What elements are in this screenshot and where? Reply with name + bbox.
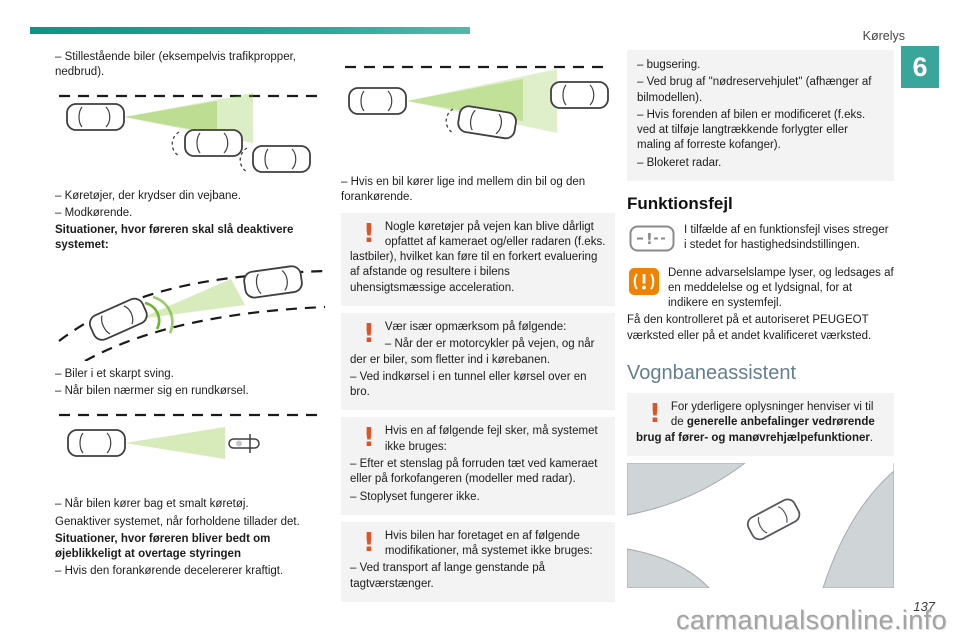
car-oncoming — [252, 144, 311, 173]
graybox-item-spare-wheel: – Ved brug af "nødreservehjulet" (afhæng… — [637, 76, 872, 104]
warning-attention-item: – Når der er motorcykler på vejen, og nå… — [350, 338, 595, 366]
bullet-narrow-vehicle: – Når bilen kører bag et smalt køretøj. — [55, 498, 249, 511]
bullet-roundabout: – Når bilen nærmer sig en rundkørsel. — [55, 384, 249, 397]
warning-lamp-icon — [629, 267, 659, 295]
warning-faults-item: – Efter et stenslag på forruden tæt ved … — [350, 457, 598, 486]
warning-box-attention: ! Vær især opmærksom på følgende: – Når … — [341, 312, 615, 411]
warning-modifications-item: – Ved transport af lange genstande på ta… — [350, 562, 546, 590]
warning-attention-intro: Vær især opmærksom på følgende: — [384, 320, 567, 333]
bullet-stationary-vehicles: – Stillestående biler (eksempelvis trafi… — [55, 51, 296, 79]
chapter-title: Kørelys — [862, 29, 905, 43]
illustration-vehicle-cutting-in — [345, 65, 611, 140]
info-display-text: I tilfælde af en funktionsfejl vises str… — [684, 223, 889, 252]
heading-take-over-steering: Situationer, hvor føreren bliver bedt om… — [55, 532, 271, 561]
warning-exclamation-icon: ! — [363, 218, 375, 249]
speed-display-icon: ! — [629, 225, 675, 252]
column-middle: – Hvis en bil kører lige ind mellem din … — [341, 50, 615, 609]
car-cutting-in — [457, 105, 517, 140]
watermark: carmanualsonline.info — [675, 605, 947, 635]
car-crossing — [184, 128, 243, 157]
page-number: 137 — [913, 599, 935, 614]
heading-funktionsfejl: Funktionsfejl — [627, 193, 733, 213]
info-block-warning-lamp: Denne advarselslampe lyser, og ledsages … — [627, 264, 894, 348]
graybox-item-towing: – bugsering. — [637, 59, 701, 71]
svg-text:!: ! — [646, 230, 653, 248]
warn-final-bold: generelle anbefalinger vedrørende brug a… — [636, 416, 875, 444]
graybox-item-blocked-radar: – Blokeret radar. — [637, 156, 722, 169]
bullet-crossing-vehicles: – Køretøjer, der krydser din vejbane. — [55, 189, 241, 202]
info-block-display: ! I tilfælde af en funktionsfejl vises s… — [627, 221, 894, 258]
warning-modifications-intro: Hvis bilen har foretaget en af følgende … — [384, 529, 593, 558]
warning-box-general-recommendations: ! For yderligere oplysninger henviser vi… — [627, 392, 894, 456]
warn-final-post: . — [869, 431, 874, 444]
car-ahead — [550, 81, 609, 109]
chapter-number-tab: 6 — [901, 46, 939, 88]
narrow-vehicle-motorcycle — [228, 434, 260, 454]
car-ego — [348, 87, 407, 115]
warning-box-modifications: ! Hvis bilen har foretaget en af følgend… — [341, 521, 615, 602]
graybox-system-restrictions: – bugsering. – Ved brug af "nødreservehj… — [627, 50, 894, 181]
para-workshop: Få den kontrolleret på et autoriseret PE… — [627, 314, 872, 342]
warning-attention-item: – Ved indkørsel i en tunnel eller kørsel… — [350, 370, 587, 399]
warning-box-faults: ! Hvis en af følgende fejl sker, må syst… — [341, 417, 615, 515]
car-ego — [66, 102, 125, 131]
illustration-narrow-vehicle — [59, 414, 325, 460]
warning-exclamation-icon: ! — [363, 423, 375, 454]
info-lamp-text: Denne advarselslampe lyser, og ledsages … — [668, 266, 894, 310]
car-ahead-in-bend — [243, 265, 303, 299]
car-in-bend — [88, 297, 148, 341]
warning-exclamation-icon: ! — [363, 318, 375, 349]
warning-box-camera-radar: ! Nogle køretøjer på vejen kan blive dår… — [341, 212, 615, 306]
warning-text-camera-radar: Nogle køretøjer på vejen kan blive dårli… — [350, 220, 606, 294]
warning-faults-intro: Hvis en af følgende fejl sker, må system… — [384, 425, 598, 453]
bullet-oncoming: – Modkørende. — [55, 206, 133, 219]
illustration-sharp-bend — [58, 265, 326, 361]
para-reactivate: Genaktiver systemet, når forholdene till… — [55, 515, 300, 528]
bullet-deceleration: – Hvis den forankørende decelererer kraf… — [55, 565, 284, 578]
column-right: – bugsering. – Ved brug af "nødreservehj… — [627, 50, 894, 594]
column-left: – Stillestående biler (eksempelvis trafi… — [55, 50, 329, 582]
bullet-cutting-in: – Hvis en bil kører lige ind mellem din … — [341, 176, 586, 204]
illustration-stationary-vehicles — [59, 92, 325, 173]
chapter-accent-bar — [30, 27, 470, 34]
graybox-item-front-modified: – Hvis forenden af bilen er modificeret … — [637, 108, 866, 152]
warn-final-pre: For yderligere oplysninger henviser vi t… — [670, 400, 874, 429]
warning-exclamation-icon: ! — [649, 398, 661, 429]
warning-exclamation-icon: ! — [363, 527, 375, 558]
warning-general-recommendations-text: For yderligere oplysninger henviser vi t… — [636, 400, 885, 446]
heading-vognbaneassistent: Vognbaneassistent — [627, 361, 797, 384]
heading-deactivate-system: Situationer, hvor føreren skal slå deakt… — [55, 224, 294, 252]
car-ego — [67, 429, 126, 458]
car-on-road — [746, 498, 801, 541]
illustration-road-curve — [627, 462, 894, 588]
bullet-sharp-bend: – Biler i et skarpt sving. — [55, 367, 174, 380]
warning-faults-item: – Stoplyset fungerer ikke. — [350, 490, 480, 503]
